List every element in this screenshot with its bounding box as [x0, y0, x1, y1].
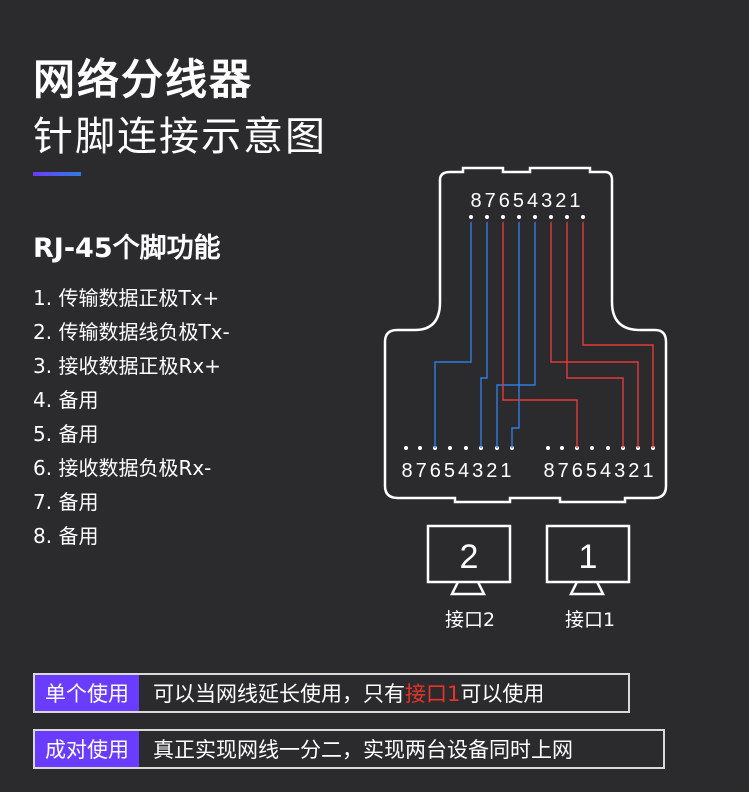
red-wires — [502, 222, 654, 448]
usage-single-text-a: 可以当网线延长使用，只有 — [153, 682, 405, 706]
blue-wires — [434, 222, 536, 448]
usage-pair-tag: 成对使用 — [35, 731, 139, 767]
pin-item: 8. 备用 — [33, 524, 99, 548]
usage-single-tag: 单个使用 — [35, 675, 139, 711]
pin-item: 4. 备用 — [33, 388, 99, 412]
pin-list: 1. 传输数据正极Tx+ 2. 传输数据线负极Tx- 3. 接收数据正极Rx+ … — [33, 281, 230, 553]
pin-item: 3. 接收数据正极Rx+ — [33, 354, 221, 378]
pin-item: 5. 备用 — [33, 422, 99, 446]
usage-single: 单个使用 可以当网线延长使用，只有接口1可以使用 — [33, 673, 630, 713]
port-1-number: 1 — [579, 538, 598, 576]
monitor-port-1: 1 — [545, 524, 631, 596]
pin-item: 2. 传输数据线负极Tx- — [33, 320, 230, 344]
usage-single-text: 可以当网线延长使用，只有接口1可以使用 — [139, 678, 558, 708]
usage-pair-text: 真正实现网线一分二，实现两台设备同时上网 — [153, 738, 573, 762]
accent-line — [33, 172, 81, 176]
page-title: 网络分线器 — [33, 55, 254, 104]
splitter-outline — [383, 166, 668, 504]
pin-section-heading: RJ-45个脚功能 — [33, 233, 221, 264]
monitor-port-2: 2 — [426, 524, 512, 596]
port-1-label: 接口1 — [565, 609, 615, 631]
left-pin-numbers: 87654321 — [402, 460, 515, 482]
usage-single-text-b: 可以使用 — [460, 682, 545, 706]
top-pin-dots — [469, 215, 585, 219]
top-pin-numbers: 87654321 — [471, 190, 584, 212]
usage-single-highlight: 接口1 — [405, 682, 461, 706]
port-2-number: 2 — [460, 538, 479, 576]
pin-item: 1. 传输数据正极Tx+ — [33, 286, 220, 310]
bottom-pin-dots — [404, 446, 655, 450]
pin-item: 7. 备用 — [33, 490, 99, 514]
page-subtitle: 针脚连接示意图 — [33, 114, 327, 160]
port-2-label: 接口2 — [445, 609, 495, 631]
right-pin-numbers: 87654321 — [544, 460, 657, 482]
usage-pair: 成对使用 真正实现网线一分二，实现两台设备同时上网 — [33, 729, 665, 769]
pin-item: 6. 接收数据负极Rx- — [33, 456, 212, 480]
